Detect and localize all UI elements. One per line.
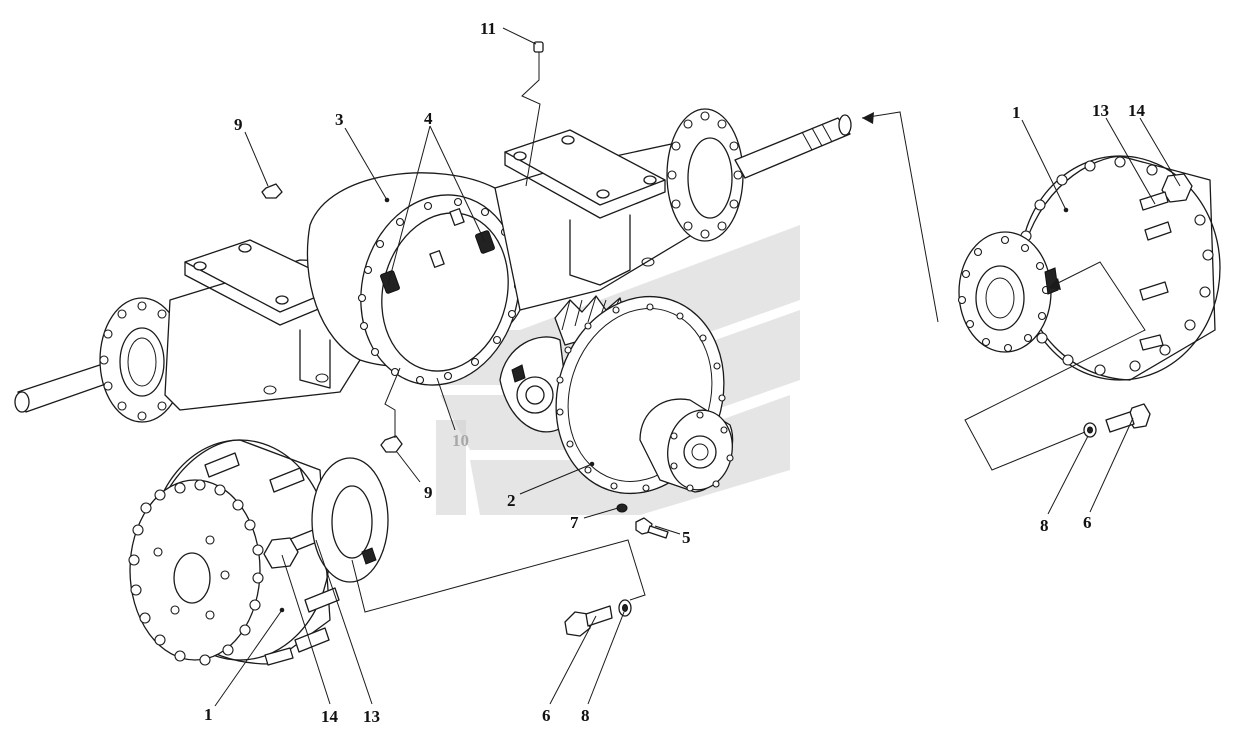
label-14-left: 14 [321, 707, 339, 726]
callout-labels: 11 9 3 4 1 13 14 10 9 2 7 5 8 6 1 14 13 … [204, 19, 1146, 726]
left-hub-face-holes [128, 479, 264, 666]
label-9-top: 9 [234, 115, 243, 134]
label-10: 10 [452, 431, 469, 450]
assembly-lines [351, 52, 1146, 613]
label-1-left: 1 [204, 705, 213, 724]
differential-assembly [499, 295, 734, 495]
label-6-right: 6 [1083, 513, 1092, 532]
axle-housing [14, 108, 852, 423]
part-8-washer-right [1083, 422, 1097, 438]
label-5: 5 [682, 528, 691, 547]
label-6-bottom: 6 [542, 706, 551, 725]
right-flange-holes [667, 111, 743, 239]
left-wheel-hub [128, 439, 389, 666]
label-9-bottom: 9 [424, 483, 433, 502]
label-1-right: 1 [1012, 103, 1021, 122]
label-11: 11 [480, 19, 496, 38]
label-2: 2 [507, 491, 516, 510]
part-9-nut-top [261, 183, 283, 199]
label-3: 3 [335, 110, 344, 129]
right-flange-front-holes [957, 235, 1051, 353]
crown-plate-holes [556, 303, 726, 492]
label-8-right: 8 [1040, 516, 1049, 535]
label-13-left: 13 [363, 707, 380, 726]
label-4: 4 [424, 109, 433, 128]
part-5-bolt [635, 517, 669, 539]
part-6-bolt-right [1105, 403, 1151, 433]
right-wheel-hub [957, 155, 1221, 381]
label-8-bottom: 8 [581, 706, 590, 725]
label-7: 7 [570, 513, 579, 532]
part-6-bolt-bottom [564, 605, 613, 637]
label-leaders [214, 27, 1181, 707]
label-13-right: 13 [1092, 101, 1109, 120]
label-14-right: 14 [1128, 101, 1146, 120]
bearing-holes [670, 411, 734, 492]
part-9-nut-bottom [380, 435, 403, 453]
part-8-washer-bottom [618, 599, 632, 617]
part-7-washer [616, 503, 628, 513]
